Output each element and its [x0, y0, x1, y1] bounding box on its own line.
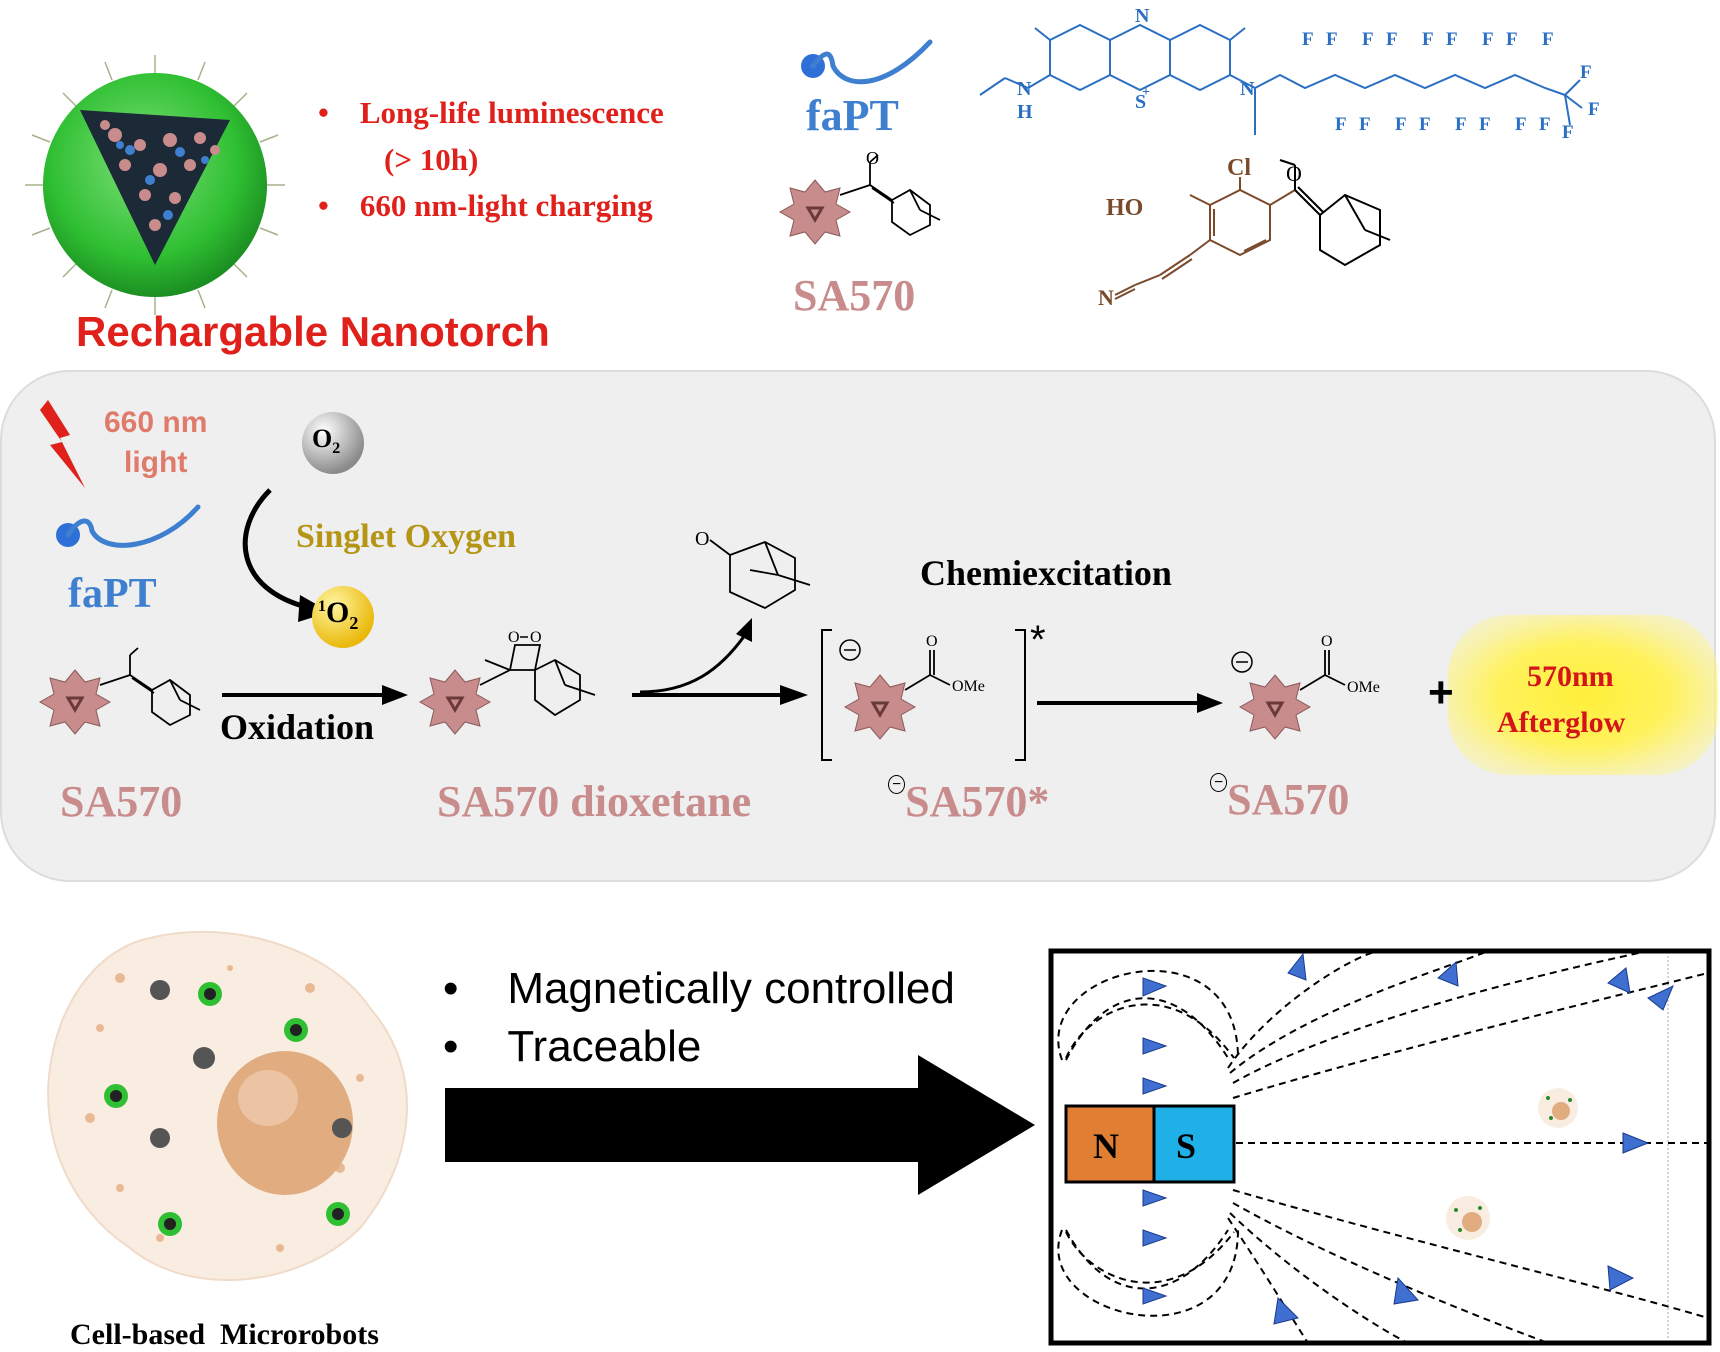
- svg-text:F: F: [1326, 29, 1338, 50]
- bullet-660-charging: • 660 nm-light charging: [318, 188, 653, 223]
- svg-text:F: F: [1455, 114, 1467, 135]
- svg-text:F: F: [1446, 29, 1458, 50]
- svg-text:OMe: OMe: [952, 678, 985, 695]
- svg-text:O: O: [1321, 633, 1333, 650]
- cell-caption: Cell-based Microrobots: [70, 1318, 379, 1351]
- svg-text:O: O: [866, 150, 879, 168]
- afterglow-line1: 570nm: [1527, 660, 1614, 693]
- star-label: *: [1030, 618, 1046, 662]
- o2-label: O2: [312, 424, 341, 458]
- svg-text:F: F: [1395, 114, 1407, 135]
- ground-anion-label: −SA570: [1210, 773, 1349, 825]
- sa570-dioxetane-label: SA570 dioxetane: [437, 777, 752, 826]
- bullet-magnetic: • Magnetically controlled: [443, 964, 955, 1013]
- svg-text:N: N: [1135, 5, 1150, 27]
- svg-text:N: N: [1093, 1126, 1119, 1166]
- adamantanone-molecule: O: [695, 528, 811, 610]
- fapt-icon-mech: [56, 504, 201, 548]
- sa570-label-top: SA570: [793, 271, 916, 320]
- afterglow-highlight: [1448, 615, 1718, 775]
- svg-text:Cl: Cl: [1227, 155, 1251, 181]
- excited-anion-label: −SA570*: [888, 775, 1049, 827]
- svg-text:F: F: [1580, 62, 1592, 83]
- svg-text:F: F: [1422, 29, 1434, 50]
- svg-text:S: S: [1135, 91, 1146, 113]
- cell-microrobot: [47, 930, 408, 1281]
- chemiexcitation-label: Chemiexcitation: [920, 553, 1172, 593]
- svg-text:F: F: [1562, 122, 1574, 143]
- svg-text:F: F: [1419, 114, 1431, 135]
- svg-text:S: S: [1176, 1126, 1196, 1166]
- fapt-label-mech: faPT: [68, 571, 157, 617]
- big-right-arrow: [445, 1055, 1035, 1195]
- oxidation-arrow: [222, 685, 408, 705]
- svg-text:F: F: [1362, 29, 1374, 50]
- mechanism-panel: [0, 370, 1716, 882]
- svg-text:F: F: [1335, 114, 1347, 135]
- sa570-mech-label: SA570: [60, 777, 183, 826]
- svg-text:N: N: [1017, 78, 1032, 100]
- svg-text:N: N: [1240, 78, 1255, 100]
- svg-text:F: F: [1386, 29, 1398, 50]
- ground-anion-molecule: O OMe: [1231, 633, 1380, 740]
- svg-text:F: F: [1539, 114, 1551, 135]
- light-label-line2: light: [124, 446, 188, 479]
- afterglow-line2: Afterglow: [1497, 706, 1626, 739]
- bullet-traceable: • Traceable: [443, 1022, 702, 1071]
- fapt-label-top: faPT: [806, 91, 899, 140]
- svg-text:F: F: [1359, 114, 1371, 135]
- fapt-icon: [801, 39, 933, 85]
- svg-text:O: O: [926, 633, 938, 650]
- oxidation-label: Oxidation: [220, 707, 375, 747]
- svg-text:O: O: [695, 528, 709, 550]
- sa570-structure: HO Cl O N: [1098, 155, 1391, 310]
- svg-text:F: F: [1588, 99, 1600, 120]
- svg-text:F: F: [1302, 29, 1314, 50]
- svg-text:F: F: [1506, 29, 1518, 50]
- svg-text:H: H: [1017, 101, 1033, 123]
- svg-text:F: F: [1542, 29, 1554, 50]
- lightning-icon: [40, 400, 85, 488]
- svg-text:F: F: [1515, 114, 1527, 135]
- svg-text:O: O: [1286, 161, 1302, 186]
- svg-text:F: F: [1479, 114, 1491, 135]
- nanotorch-title: Rechargable Nanotorch: [76, 308, 550, 355]
- o2-sphere: [302, 412, 364, 474]
- plus-sign: +: [1428, 668, 1454, 717]
- sa570-molecule: [38, 647, 201, 735]
- sa570-icon-top: O: [778, 150, 941, 245]
- svg-text:HO: HO: [1106, 195, 1143, 221]
- svg-text:+: +: [1142, 85, 1150, 100]
- bullet-long-life: • Long-life luminescence: [318, 95, 664, 130]
- excited-anion-molecule: O OMe: [821, 629, 1026, 761]
- svg-text:O: O: [508, 629, 520, 646]
- singlet-o2-sphere: [312, 586, 374, 648]
- bullet-duration: (> 10h): [384, 142, 479, 177]
- magnetic-field-box: N S: [1048, 948, 1712, 1346]
- light-label-line1: 660 nm: [104, 406, 208, 439]
- nanotorch-illustration: [25, 55, 285, 315]
- singlet-o2-label: 1O2: [318, 596, 359, 633]
- svg-text:F: F: [1482, 29, 1494, 50]
- fragmentation-arrow: [632, 618, 808, 705]
- svg-text:OMe: OMe: [1347, 679, 1380, 696]
- svg-text:N: N: [1098, 285, 1114, 310]
- svg-text:O: O: [530, 629, 542, 646]
- emission-arrow: [1037, 693, 1223, 713]
- singlet-oxygen-label: Singlet Oxygen: [296, 518, 517, 555]
